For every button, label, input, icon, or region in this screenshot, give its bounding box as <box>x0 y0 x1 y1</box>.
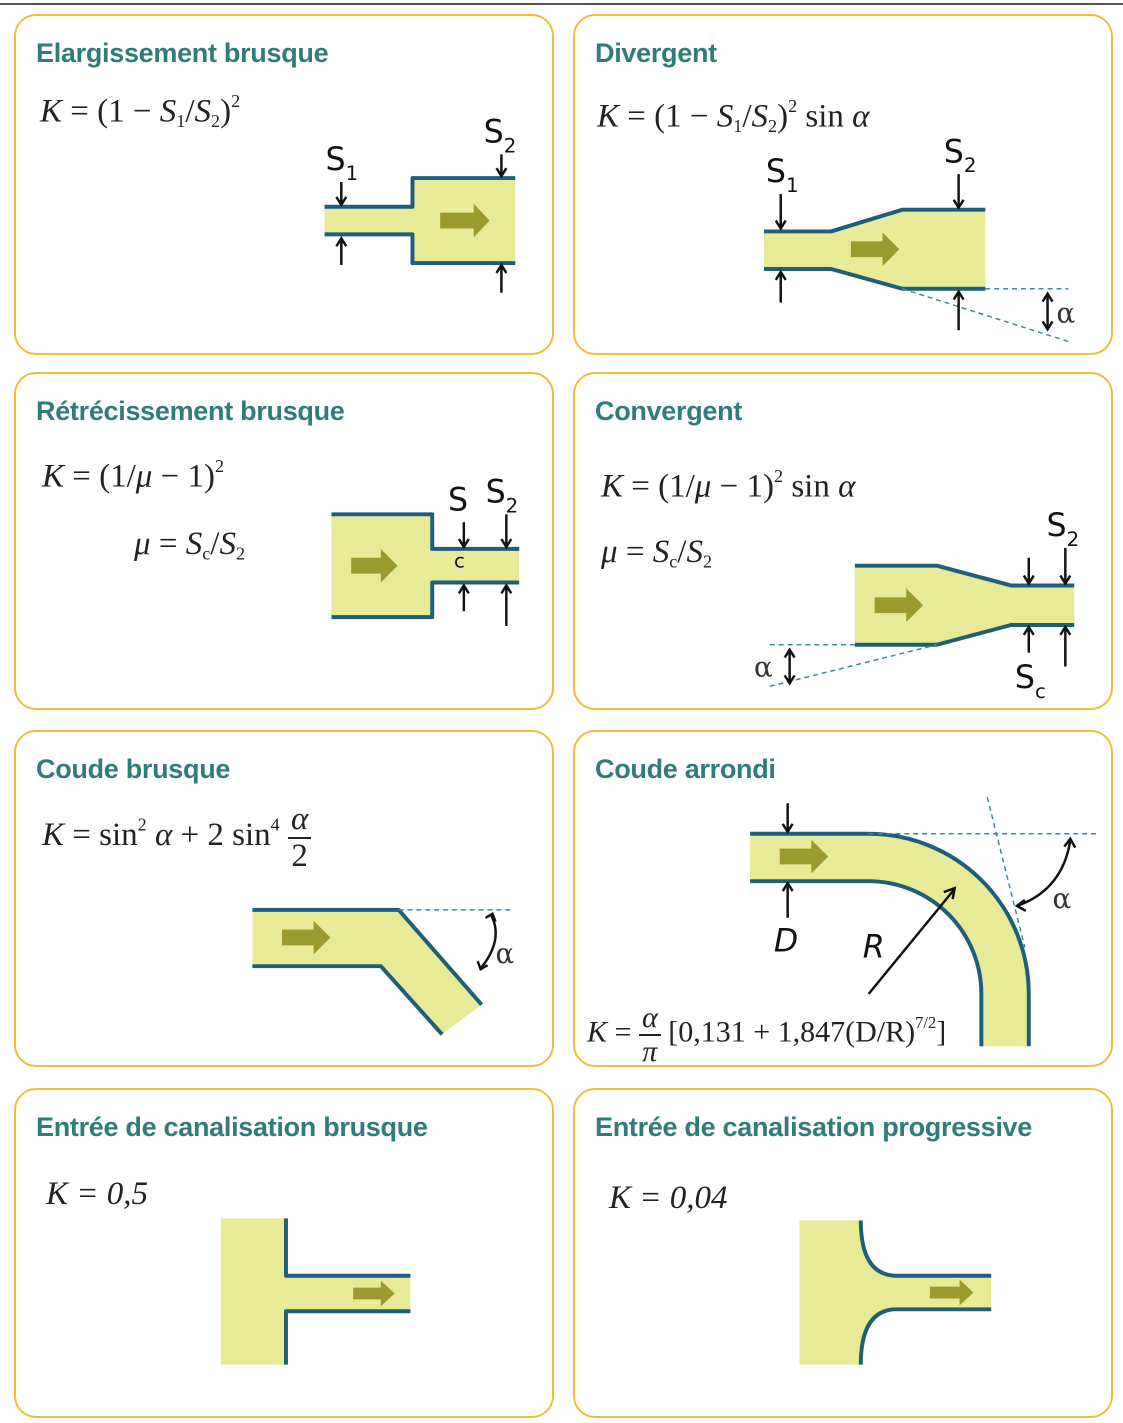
svg-text:S: S <box>448 482 468 518</box>
card-divergent: Divergent K = (1 − S1/S2)2 sin α α S1 S2 <box>573 14 1113 355</box>
card-title: Divergent <box>595 38 717 68</box>
card-title: Coude arrondi <box>595 754 776 784</box>
diagram-coude-brusque: α <box>252 907 514 1036</box>
top-rule <box>0 3 1123 5</box>
formula: K = (1 − S1/S2)2 sin α <box>597 96 870 136</box>
svg-text:S1: S1 <box>326 142 359 185</box>
diagram-entree-brusque <box>220 1218 411 1365</box>
card-retrecissement-brusque: Rétrécissement brusque K = (1/μ − 1)2 μ … <box>14 372 554 710</box>
flow-arrow-icon <box>874 588 924 623</box>
svg-text:S2: S2 <box>484 114 517 157</box>
formula: K = 0,04 <box>609 1180 728 1216</box>
svg-text:α: α <box>495 937 514 970</box>
card-title: Convergent <box>595 396 743 426</box>
flow-arrow-icon <box>353 1280 395 1307</box>
diagram-coude-arrondi: α D R <box>750 797 1100 1047</box>
card-title: Entrée de canalisation brusque <box>36 1112 428 1142</box>
flow-arrow-icon <box>282 920 331 955</box>
flow-arrow-icon <box>850 232 900 267</box>
card-entree-progressive: Entrée de canalisation progressive K = 0… <box>573 1088 1113 1418</box>
formula: K = (1/μ − 1)2 <box>42 456 225 495</box>
svg-text:α: α <box>1056 296 1075 329</box>
diagram-entree-progressive <box>799 1220 992 1365</box>
diagram-elargissement: S1 S2 <box>324 114 517 293</box>
svg-text:S2: S2 <box>486 474 519 517</box>
formula: K = (1/μ − 1)2 sin α <box>601 466 856 505</box>
card-title: Entrée de canalisation progressive <box>595 1112 1032 1142</box>
card-convergent: Convergent K = (1/μ − 1)2 sin α μ = Sc/S… <box>573 372 1113 710</box>
card-title: Coude brusque <box>36 754 231 784</box>
svg-text:D: D <box>774 923 798 959</box>
flow-arrow-icon <box>351 548 398 583</box>
formula: K = (1 − S1/S2)2 <box>40 91 241 131</box>
card-entree-brusque: Entrée de canalisation brusque K = 0,5 <box>14 1088 554 1418</box>
bracket-terms: 0,131 + 1,847(D/R) <box>678 1015 916 1049</box>
svg-text:c: c <box>454 550 465 573</box>
formula-mu: μ = Sc/S2 <box>601 534 713 572</box>
svg-text:S2: S2 <box>944 134 977 177</box>
diagram-retrecissement: S c S2 <box>331 474 520 626</box>
flow-arrow-icon <box>929 1279 974 1306</box>
exponent: 7/2 <box>915 1013 937 1033</box>
diagram-convergent: α S2 Sc <box>754 508 1080 703</box>
card-title: Elargissement brusque <box>36 38 329 68</box>
formula: K = 0,5 <box>46 1176 149 1212</box>
svg-text:Sc: Sc <box>1015 660 1046 703</box>
flow-arrow-icon <box>779 839 829 874</box>
svg-text:α: α <box>754 650 773 683</box>
formula-mu: μ = Sc/S2 <box>134 526 246 564</box>
card-title: Rétrécissement brusque <box>36 396 345 426</box>
svg-text:α: α <box>1052 882 1071 915</box>
svg-text:R: R <box>863 929 885 965</box>
svg-text:S1: S1 <box>766 154 799 197</box>
svg-text:S2: S2 <box>1047 508 1080 551</box>
flow-arrow-icon <box>440 203 490 238</box>
card-elargissement-brusque: Elargissement brusque K = (1 − S1/S2)2 S… <box>14 14 554 355</box>
diagram-divergent: α S1 S2 <box>763 134 1075 343</box>
